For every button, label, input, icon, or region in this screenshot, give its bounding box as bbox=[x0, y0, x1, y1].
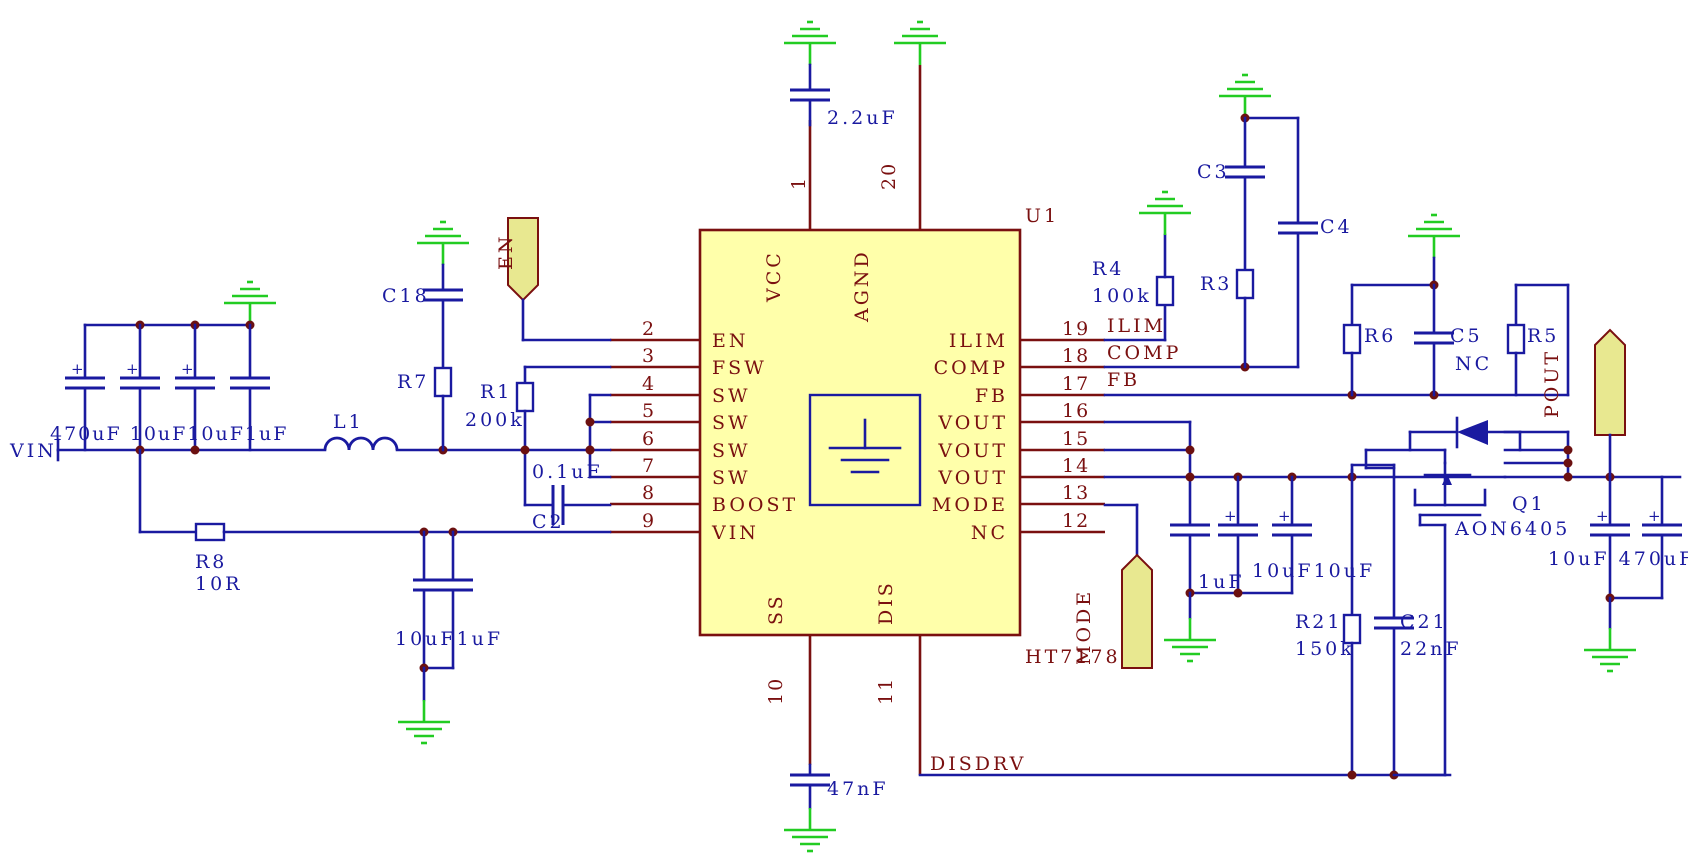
r8-value: 10R bbox=[195, 573, 242, 595]
pin-name-agnd: AGND bbox=[851, 249, 873, 323]
r6-label: R6 bbox=[1364, 325, 1396, 347]
net-comp: COMP bbox=[1107, 342, 1181, 364]
r7-resistor bbox=[433, 366, 453, 398]
ic-refdes: U1 bbox=[1025, 205, 1059, 227]
r1-value: 200k bbox=[465, 409, 525, 431]
pin-number-4: 4 bbox=[642, 373, 656, 395]
r3-resistor bbox=[1235, 268, 1255, 300]
net-ilim: ILIM bbox=[1107, 315, 1166, 337]
net-disdrv: DISDRV bbox=[930, 753, 1026, 775]
pin-name-sw: SW bbox=[712, 467, 751, 489]
r5-resistor bbox=[1506, 323, 1526, 355]
pin-name-mode: MODE bbox=[932, 494, 1008, 516]
exposed-pad bbox=[808, 393, 922, 507]
pin-number-8: 8 bbox=[642, 482, 656, 504]
c5-label: C5 bbox=[1450, 325, 1483, 347]
r6-resistor bbox=[1342, 323, 1362, 355]
input-caps-values: 470uF 10uF10uF1uF bbox=[50, 423, 288, 445]
pin-name-nc: NC bbox=[971, 522, 1008, 544]
r5-label: R5 bbox=[1527, 325, 1559, 347]
pin-name-vout: VOUT bbox=[937, 412, 1008, 434]
r4-resistor bbox=[1155, 275, 1175, 307]
r7-label: R7 bbox=[397, 371, 429, 393]
pin-number-2: 2 bbox=[642, 318, 656, 340]
r21-value: 150k bbox=[1295, 638, 1355, 660]
pin-number-1: 1 bbox=[788, 176, 810, 190]
port-pout-label: POUT bbox=[1541, 349, 1563, 418]
vcc-cap-value: 2.2uF bbox=[827, 107, 898, 129]
l1-inductor bbox=[323, 436, 399, 451]
c2-value: 0.1uF bbox=[532, 461, 603, 483]
pin-number-11: 11 bbox=[875, 677, 897, 705]
c18-label: C18 bbox=[382, 285, 430, 307]
pin-number-6: 6 bbox=[642, 428, 656, 450]
port-mode bbox=[1121, 553, 1153, 669]
net-fb: FB bbox=[1107, 369, 1140, 391]
port-en-label: EN bbox=[495, 234, 517, 271]
pin-name-dis: DIS bbox=[875, 580, 897, 625]
pin-name-fb: FB bbox=[975, 385, 1008, 407]
pin-name-sw: SW bbox=[712, 412, 751, 434]
c2-label: C2 bbox=[532, 511, 565, 533]
c3-label: C3 bbox=[1197, 161, 1230, 183]
pin-number-7: 7 bbox=[642, 455, 656, 477]
port-pout bbox=[1594, 328, 1626, 436]
pin-name-fsw: FSW bbox=[712, 357, 767, 379]
pin-name-vout: VOUT bbox=[937, 440, 1008, 462]
c21-label: C21 bbox=[1400, 611, 1448, 633]
ic-part-number: HT7178 bbox=[1025, 646, 1121, 668]
port-en bbox=[507, 217, 539, 302]
pin-number-18: 18 bbox=[1062, 345, 1090, 367]
pin-name-ss: SS bbox=[765, 593, 787, 625]
ic-body bbox=[698, 228, 1022, 637]
ss-cap-value: 47nF bbox=[827, 778, 889, 800]
pin-number-5: 5 bbox=[642, 400, 656, 422]
vin-caps-values: 10uF1uF bbox=[395, 628, 503, 650]
l1-label: L1 bbox=[333, 411, 364, 433]
c21-value: 22nF bbox=[1400, 638, 1462, 660]
pin-number-3: 3 bbox=[642, 345, 656, 367]
out-caps-10uf: 10uF10uF bbox=[1252, 560, 1375, 582]
r8-label: R8 bbox=[195, 551, 227, 573]
pin-number-14: 14 bbox=[1062, 455, 1090, 477]
body-diode bbox=[1457, 420, 1488, 445]
vin-input-label: VIN bbox=[9, 440, 57, 462]
out-cap-1uf: 1uF bbox=[1198, 571, 1245, 593]
pin-name-boost: BOOST bbox=[712, 494, 798, 516]
q1-label: Q1 bbox=[1512, 493, 1546, 515]
pin-number-15: 15 bbox=[1062, 428, 1090, 450]
pin-number-17: 17 bbox=[1062, 373, 1090, 395]
pin-name-vcc: VCC bbox=[763, 250, 785, 303]
pout-caps-values: 10uF 470uF bbox=[1548, 548, 1688, 570]
pin-name-sw: SW bbox=[712, 385, 751, 407]
pin-number-19: 19 bbox=[1062, 318, 1090, 340]
pin-number-10: 10 bbox=[765, 677, 787, 705]
pin-number-20: 20 bbox=[878, 162, 900, 190]
pin-name-vin: VIN bbox=[711, 522, 759, 544]
r4-value: 100k bbox=[1092, 285, 1152, 307]
pin-number-16: 16 bbox=[1062, 400, 1090, 422]
pin-name-vout: VOUT bbox=[937, 467, 1008, 489]
pin-name-comp: COMP bbox=[934, 357, 1008, 379]
r1-resistor bbox=[515, 381, 535, 413]
r4-label: R4 bbox=[1092, 258, 1124, 280]
r8-resistor bbox=[194, 522, 226, 542]
r1-label: R1 bbox=[480, 381, 512, 403]
pin-name-sw: SW bbox=[712, 440, 751, 462]
c4-label: C4 bbox=[1320, 216, 1353, 238]
port-mode-label: MODE bbox=[1073, 589, 1095, 665]
r21-label: R21 bbox=[1295, 611, 1342, 633]
c5-value: NC bbox=[1455, 353, 1492, 375]
r3-label: R3 bbox=[1200, 273, 1232, 295]
pin-number-9: 9 bbox=[642, 510, 656, 532]
q1-part: AON6405 bbox=[1454, 518, 1570, 540]
pin-number-13: 13 bbox=[1062, 482, 1090, 504]
pin-number-12: 12 bbox=[1062, 510, 1090, 532]
pin-name-ilim: ILIM bbox=[949, 330, 1008, 352]
pin-name-en: EN bbox=[712, 330, 749, 352]
